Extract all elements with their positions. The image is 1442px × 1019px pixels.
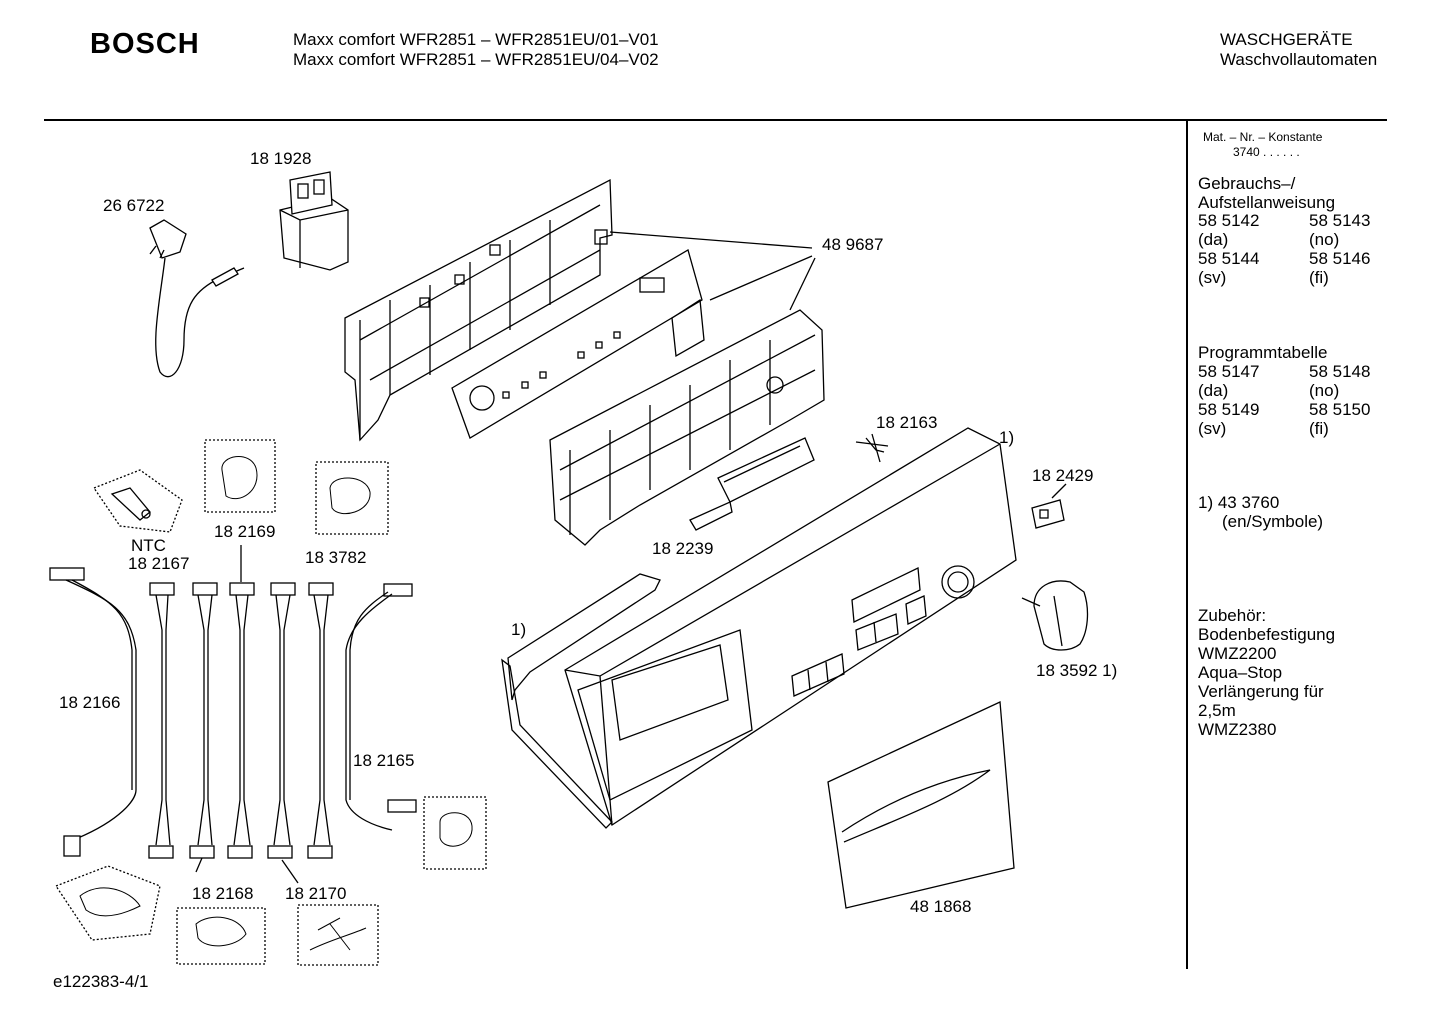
part-label-266722: 26 6722 xyxy=(103,196,165,215)
footnote-2: (en/Symbole) xyxy=(1222,512,1324,531)
pin-drawing xyxy=(855,433,889,463)
part-label-182170: 18 2170 xyxy=(285,884,347,903)
manual-cell: (da) xyxy=(1198,230,1229,249)
accessories-line: Bodenbefestigung xyxy=(1198,625,1336,644)
part-label-182429: 18 2429 xyxy=(1032,466,1094,485)
program-cell: (sv) xyxy=(1198,419,1227,438)
part-label-182165: 18 2165 xyxy=(353,751,415,770)
manual-title-2: Aufstellanweisung xyxy=(1198,193,1336,212)
part-label-182239: 18 2239 xyxy=(652,539,714,558)
program-cell: 58 5150 xyxy=(1309,400,1371,419)
footnote-marker-fascia: 1) xyxy=(999,428,1015,447)
fascia-panel-drawing xyxy=(564,427,1017,827)
manual-title-1: Gebrauchs–/ xyxy=(1198,174,1296,193)
manual-number-table: 58 5142 58 5143 (da) (no) 58 5144 58 5146 (… xyxy=(1198,211,1399,287)
part-label-183592: 18 3592 1) xyxy=(1036,661,1118,680)
category-1: WASCHGERÄTE xyxy=(1220,30,1353,49)
wiring-harness-right-drawing xyxy=(345,583,417,831)
exploded-view-drawing xyxy=(49,171,1089,966)
program-cell: 58 5149 xyxy=(1198,400,1260,419)
model-line-2: Maxx comfort WFR2851 – WFR2851EU/04–V02 xyxy=(293,50,659,69)
footnote-marker-gasket: 1) xyxy=(511,620,527,639)
accessories-line: Aqua–Stop xyxy=(1198,663,1283,682)
header-rule xyxy=(44,119,1387,121)
drawer-handle-drawing xyxy=(827,701,1015,909)
program-cell: 58 5148 xyxy=(1309,362,1371,381)
part-label-489687: 48 9687 xyxy=(822,235,884,254)
part-label-182169: 18 2169 xyxy=(214,522,276,541)
program-cell: (fi) xyxy=(1309,419,1329,438)
manual-cell: 58 5142 xyxy=(1198,211,1260,230)
mat-number-label: Mat. – Nr. – Konstante xyxy=(1203,130,1323,144)
program-knob-drawing xyxy=(1021,580,1089,651)
wiring-harnesses-center-drawing xyxy=(148,545,334,884)
part-label-481868: 48 1868 xyxy=(910,897,972,916)
part-label-181928: 18 1928 xyxy=(250,149,312,168)
part-label-182166: 18 2166 xyxy=(59,693,121,712)
manual-cell: (no) xyxy=(1309,230,1340,249)
accessories-line: Zubehör: xyxy=(1198,606,1267,625)
mat-number-value: 3740 . . . . . . xyxy=(1233,145,1300,159)
part-label-182167: 18 2167 xyxy=(128,554,190,573)
accessories-line: Verlängerung für xyxy=(1198,682,1324,701)
reference-sketches xyxy=(55,439,487,966)
drawing-id: e122383-4/1 xyxy=(53,972,149,991)
program-number-table: 58 5147 58 5148 (da) (no) 58 5149 58 5150 (… xyxy=(1198,362,1399,438)
part-label-182168: 18 2168 xyxy=(192,884,254,903)
manual-cell: 58 5143 xyxy=(1309,211,1371,230)
module-housing-front-drawing xyxy=(549,309,825,546)
display-window-drawing xyxy=(689,437,815,531)
manual-cell: 58 5144 xyxy=(1198,249,1260,268)
model-line-1: Maxx comfort WFR2851 – WFR2851EU/01–V01 xyxy=(293,30,659,49)
manual-cell: (sv) xyxy=(1198,268,1227,287)
brand-logo: BOSCH xyxy=(90,28,200,60)
sidebar-rule xyxy=(1186,121,1188,969)
program-table-title: Programmtabelle xyxy=(1198,343,1328,362)
module-housing-rear-drawing xyxy=(344,178,613,442)
ntc-sensor-part-drawing xyxy=(110,487,151,521)
wiring-harness-left-drawing xyxy=(49,567,137,857)
footnote-1: 1) 43 3760 xyxy=(1198,493,1280,512)
part-label-182163: 18 2163 xyxy=(876,413,938,432)
program-cell: (no) xyxy=(1309,381,1340,400)
accessories-line: 2,5m xyxy=(1198,701,1236,720)
accessories-line: WMZ2380 xyxy=(1198,720,1277,739)
gasket-drawing xyxy=(501,573,661,829)
power-cord-drawing xyxy=(149,219,245,378)
ntc-sensor-drawing xyxy=(93,469,183,533)
manual-cell: (fi) xyxy=(1309,268,1329,287)
program-cell: (da) xyxy=(1198,381,1229,400)
category-2: Waschvollautomaten xyxy=(1220,50,1378,69)
accessories-line: WMZ2200 xyxy=(1198,644,1277,663)
part-label-ntc: NTC xyxy=(131,536,166,555)
program-cell: 58 5147 xyxy=(1198,362,1260,381)
filter-drawing xyxy=(279,171,349,271)
bracket-drawing xyxy=(1031,483,1067,529)
reference-sketch-details xyxy=(79,455,473,951)
part-label-183782: 18 3782 xyxy=(305,548,367,567)
control-board-drawing xyxy=(451,249,705,439)
manual-cell: 58 5146 xyxy=(1309,249,1371,268)
